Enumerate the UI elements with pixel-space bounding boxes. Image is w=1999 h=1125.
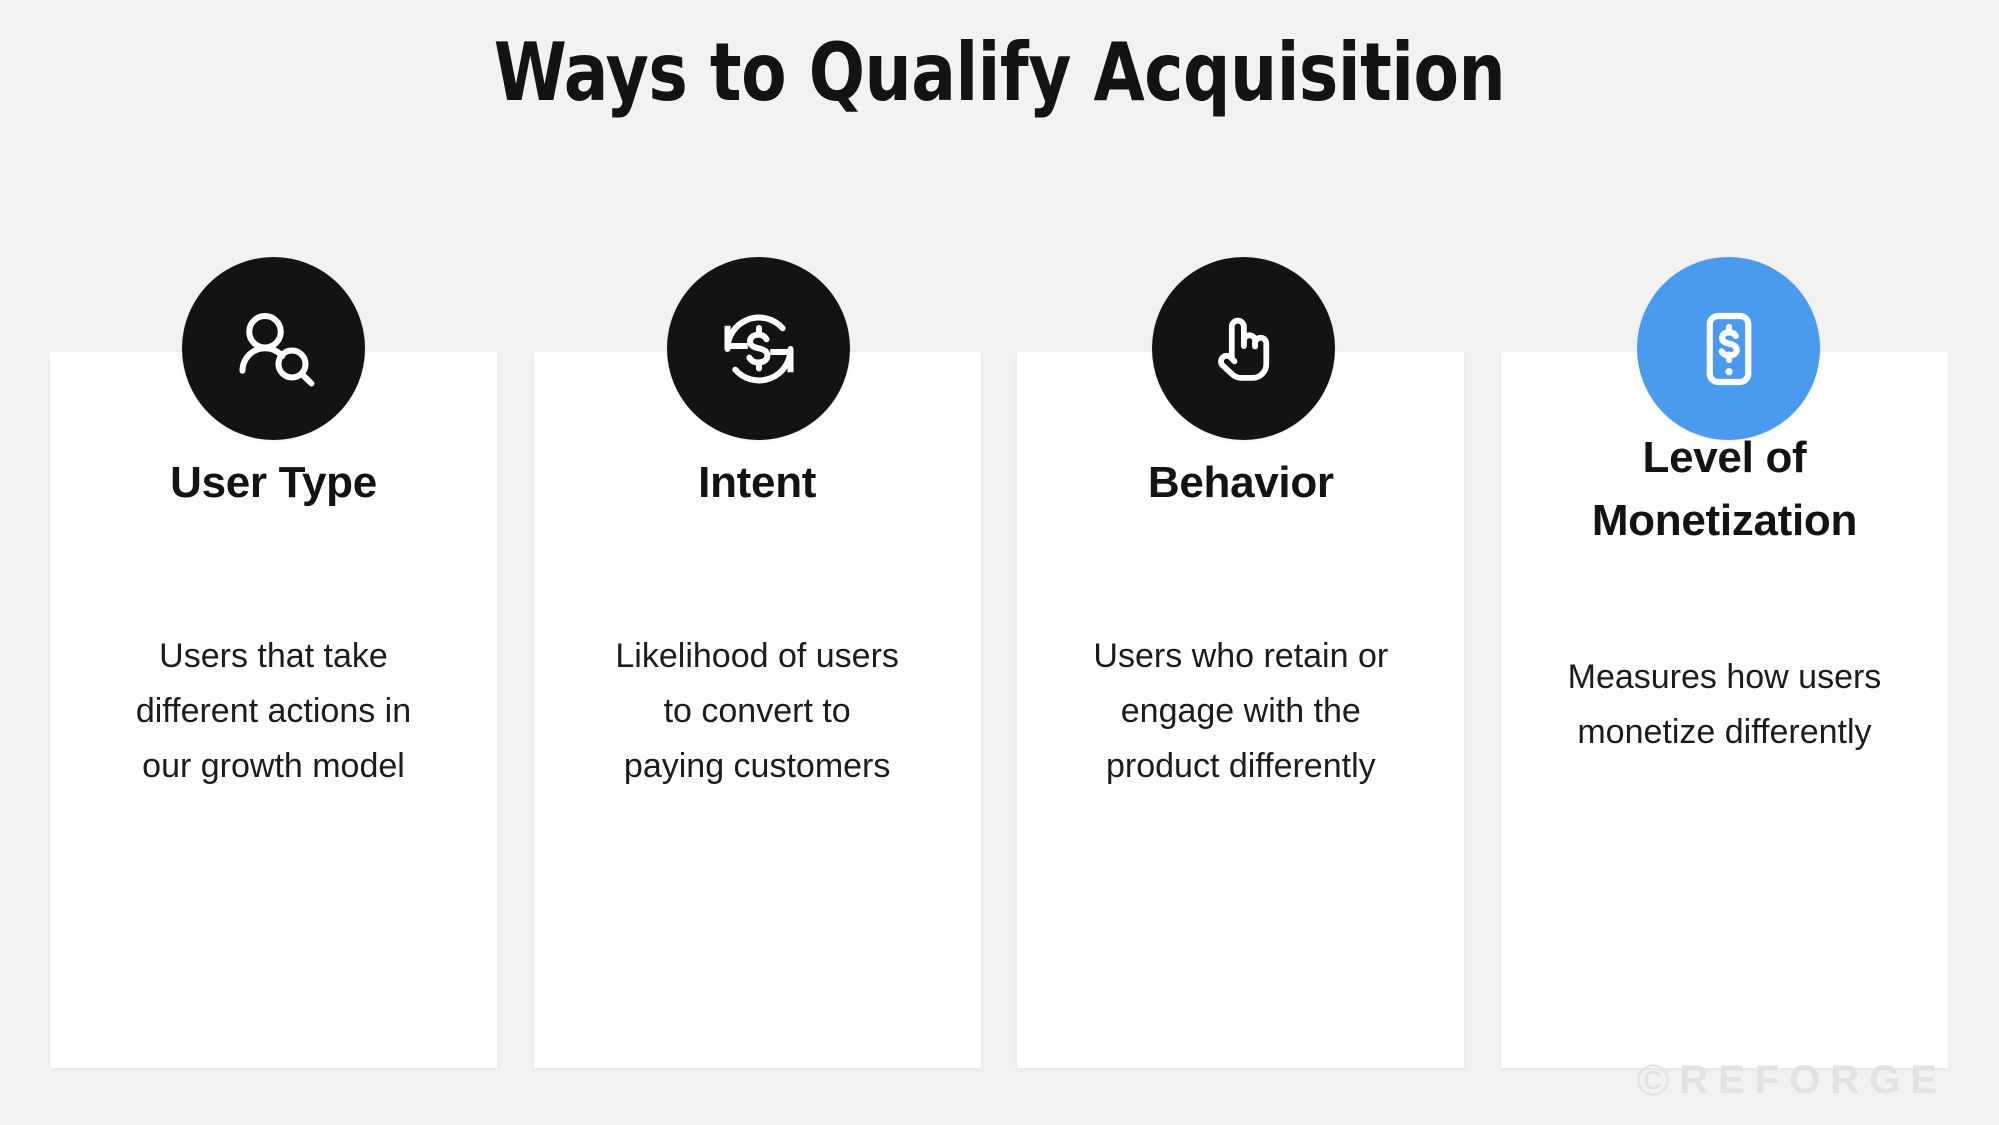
icon-badge-behavior [1152,257,1335,440]
copyright-icon: © [1636,1055,1670,1105]
card-title: User Type [170,458,377,507]
card-user-type[interactable]: User Type Users that take different acti… [50,352,497,1068]
currency-exchange-icon [711,301,807,397]
icon-badge-user-type [182,257,365,440]
card-title: Intent [698,458,817,507]
card-body: Likelihood of users to convert to paying… [615,637,899,785]
reforge-watermark: © REFORGE [1637,1058,1947,1103]
pointing-hand-icon [1198,303,1290,395]
brand-name: REFORGE [1679,1058,1947,1102]
card-behavior[interactable]: Behavior Users who retain or engage with… [1017,352,1465,1068]
card-row: User Type Users that take different acti… [50,352,1948,1068]
icon-badge-level-of-monetization [1637,257,1820,440]
card-body: Measures how users monetize differently [1567,658,1882,751]
user-search-icon [226,301,322,397]
mobile-payment-icon [1685,305,1773,393]
card-intent[interactable]: Intent Likelihood of users to convert to… [533,352,981,1068]
icon-badge-intent [667,257,850,440]
card-title: Level of Monetization [1591,433,1858,545]
card-body: Users that take different actions in our… [135,637,412,785]
page-title: Ways to Qualify Acquisition [493,26,1506,119]
card-level-of-monetization[interactable]: Level of Monetization Measures how users… [1500,352,1948,1068]
card-title: Behavior [1147,458,1334,507]
card-body: Users who retain or engage with the prod… [1093,637,1389,785]
